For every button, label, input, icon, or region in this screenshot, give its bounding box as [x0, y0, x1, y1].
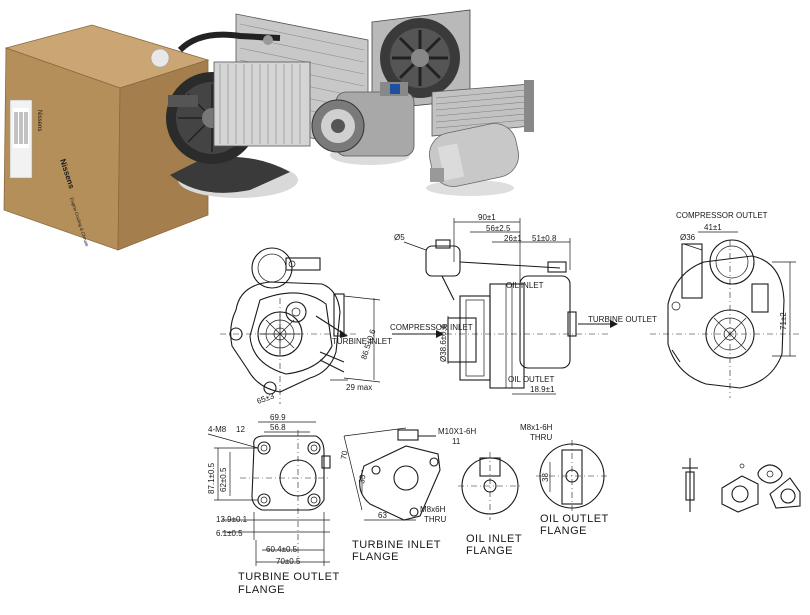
- turbine-outlet-flange-drawing: 4-M8 12 69.9 56.8 87.1±0.5 62±0.5 13.9±0…: [207, 413, 340, 596]
- dim-26: 26±1: [504, 234, 522, 243]
- dim-51: 51±0.8: [532, 234, 557, 243]
- turbine-outlet-label: TURBINE OUTLET: [588, 315, 657, 324]
- accessory-sketches: [682, 458, 801, 513]
- dim-56-8: 56.8: [270, 423, 286, 432]
- oil-inlet-flange-title-2: FLANGE: [466, 545, 513, 557]
- box-brand-text: Nissens: [36, 110, 42, 131]
- turbine-inlet-flange-title-2: FLANGE: [352, 551, 399, 563]
- compressor-outlet-label: COMPRESSOR OUTLET: [676, 211, 768, 220]
- dim-d36: Ø36: [680, 233, 696, 242]
- dim-m10: M10X1-6H: [438, 427, 476, 436]
- oil-inlet-label: OIL INLET: [506, 281, 544, 290]
- turbine-inlet-flange-drawing: 70 35 63 M8x6H THRU TURBINE INLET FLANGE: [339, 427, 446, 563]
- turbine-outlet-flange-title-2: FLANGE: [238, 584, 285, 596]
- dim-d38: Ø38.6±0.4: [439, 324, 448, 362]
- oil-inlet-flange-title-1: OIL INLET: [466, 533, 522, 545]
- dim-56: 56±2.5: [486, 224, 511, 233]
- oil-outlet-label: OIL OUTLET: [508, 375, 554, 384]
- turbo-front-view: TURBINE INLET 86.5±0.6 29 max 65±3: [220, 247, 392, 406]
- dim-70: 70±0.5: [276, 557, 301, 566]
- compressor-inlet-label: COMPRESSOR INLET: [390, 323, 473, 332]
- dim-m8x1: M8x1-6H: [520, 423, 553, 432]
- dim-4-m8: 4-M8: [208, 425, 227, 434]
- turbine-outlet-flange-title-1: TURBINE OUTLET: [238, 571, 340, 583]
- dim-87-1: 87.1±0.5: [207, 462, 216, 494]
- turbine-inlet-label: TURBINE INLET: [332, 337, 392, 346]
- dim-m10-depth: 11: [452, 437, 461, 446]
- dim-m8x6h: M8x6H: [420, 505, 446, 514]
- dim-35: 35: [357, 473, 368, 484]
- seal-icon: [150, 48, 170, 68]
- dim-60-4: 60.4±0.5: [266, 545, 298, 554]
- oil-outlet-flange-title-2: FLANGE: [540, 525, 587, 537]
- dim-13-9: 13.9±0.1: [216, 515, 248, 524]
- dim-thru-2: THRU: [424, 515, 446, 524]
- turbo-side-view: 90±1 56±2.5 26±1 51±0.8 Ø5 Ø38.6±0.4: [390, 213, 657, 395]
- dim-65: 65±3: [256, 391, 276, 406]
- turbine-inlet-flange-title-1: TURBINE INLET: [352, 539, 441, 551]
- dim-62: 62±0.5: [219, 467, 228, 492]
- dim-29-max: 29 max: [346, 383, 372, 392]
- dim-69-9: 69.9: [270, 413, 286, 422]
- oil-inlet-flange-drawing: M10X1-6H 11 OIL INLET FLANGE: [397, 427, 522, 557]
- dim-38b: 38: [541, 473, 550, 482]
- product-banner: Nissens Nissens Engine Cooling & Climate: [3, 9, 534, 251]
- dim-d5: Ø5: [394, 233, 405, 242]
- receiver-drier-image: [426, 123, 519, 196]
- heater-core-image: [213, 61, 311, 147]
- dim-18-9: 18.9±1: [530, 385, 555, 394]
- dim-41: 41±1: [704, 223, 722, 232]
- oil-outlet-flange-title-1: OIL OUTLET: [540, 513, 609, 525]
- turbo-rear-view: COMPRESSOR OUTLET 41±1 Ø36 71±2: [650, 211, 800, 398]
- dim-6-1: 6.1±0.5: [216, 529, 243, 538]
- dim-70b: 70: [339, 449, 350, 460]
- oil-outlet-flange-drawing: M8x1-6H THRU 38 OIL OUTLET FLANGE: [520, 423, 610, 537]
- dim-63: 63: [378, 511, 387, 520]
- dim-12: 12: [236, 425, 245, 434]
- radiator-image: [431, 80, 534, 137]
- dim-90: 90±1: [478, 213, 496, 222]
- ac-compressor-image: [311, 82, 415, 165]
- dim-thru: THRU: [530, 433, 552, 442]
- dim-71: 71±2: [779, 312, 788, 330]
